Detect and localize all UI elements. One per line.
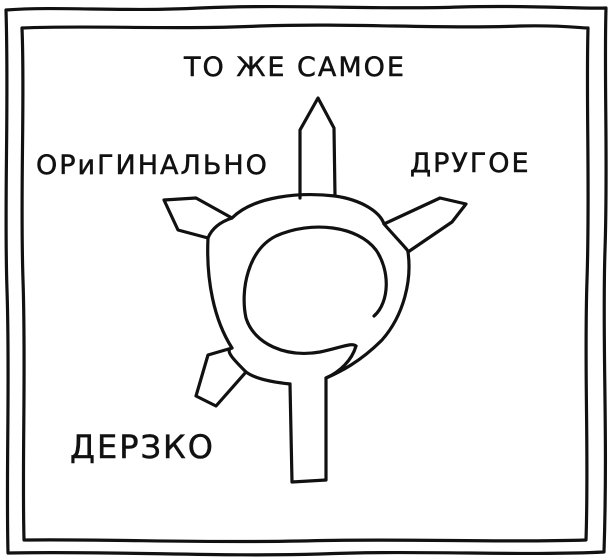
label-bottom-left: ДЕРЗКО [70,428,215,466]
top-spike [298,96,337,200]
label-left: ОРиГИНАЛЬНО [36,150,269,181]
right-spike [382,196,468,254]
bottom-stem [288,344,358,484]
lower-left-spike [194,346,248,408]
label-top: ТО ЖЕ САМОЕ [183,52,406,83]
inner-ring [242,225,388,355]
outer-frame [4,4,608,557]
outer-ring [206,193,411,386]
inner-frame [20,23,590,544]
label-right: ДРУГОЕ [410,148,531,179]
left-spike [162,196,234,240]
